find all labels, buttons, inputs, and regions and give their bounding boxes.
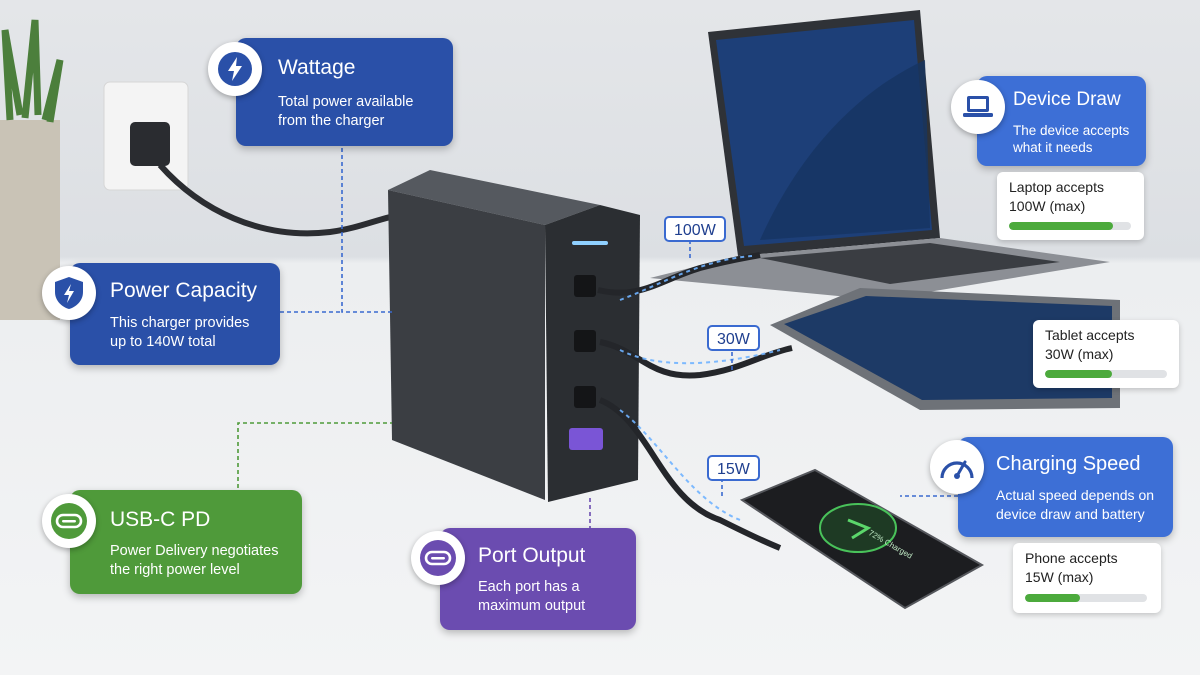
phone-accepts-box: Phone accepts 15W (max) bbox=[1013, 543, 1161, 613]
power-capacity-title: Power Capacity bbox=[110, 279, 258, 302]
usb-c-port-icon bbox=[411, 531, 465, 585]
usbc-pd-desc-line1: Power Delivery negotiates bbox=[110, 543, 279, 559]
port-label-15w: 15W bbox=[707, 455, 760, 481]
device-draw-callout: Device Draw The device accepts what it n… bbox=[977, 76, 1146, 166]
charging-speed-title: Charging Speed bbox=[996, 453, 1141, 475]
laptop-icon bbox=[951, 80, 1005, 134]
phone-accepts-value: 15W (max) bbox=[1025, 569, 1094, 585]
laptop-accepts-value: 100W (max) bbox=[1009, 198, 1086, 214]
device-draw-title: Device Draw bbox=[1013, 89, 1121, 110]
tablet-power-bar bbox=[1045, 370, 1167, 378]
power-capacity-desc-line1: This charger provides bbox=[110, 315, 250, 331]
phone bbox=[739, 468, 985, 610]
charger bbox=[388, 170, 640, 502]
wattage-desc-line1: Total power available bbox=[278, 94, 414, 110]
tablet-power-bar-fill bbox=[1045, 370, 1113, 378]
phone-accepts-label: Phone accepts bbox=[1025, 550, 1118, 566]
wattage-title: Wattage bbox=[278, 56, 356, 79]
phone-power-bar-fill bbox=[1025, 594, 1080, 602]
plant bbox=[0, 19, 64, 320]
lightning-icon bbox=[208, 42, 262, 96]
port-output-desc-line2: maximum output bbox=[478, 598, 586, 614]
wattage-desc-line2: from the charger bbox=[278, 113, 385, 129]
shield-bolt-icon bbox=[42, 266, 96, 320]
port-output-callout: Port Output Each port has a maximum outp… bbox=[440, 528, 636, 630]
laptop bbox=[650, 10, 1110, 300]
port-output-desc-line1: Each port has a bbox=[478, 579, 580, 595]
power-capacity-desc-line2: up to 140W total bbox=[110, 334, 216, 350]
power-cord bbox=[157, 163, 401, 237]
tablet-accepts-value: 30W (max) bbox=[1045, 346, 1114, 362]
laptop-power-bar-fill bbox=[1009, 222, 1113, 230]
tablet bbox=[770, 288, 1120, 410]
usbc-pd-desc-line2: the right power level bbox=[110, 562, 240, 578]
charging-speed-callout: Charging Speed Actual speed depends on d… bbox=[958, 437, 1173, 537]
tablet-accepts-label: Tablet accepts bbox=[1045, 327, 1135, 343]
usbc-pd-callout: USB-C PD Power Delivery negotiates the r… bbox=[70, 490, 302, 594]
laptop-accepts-label: Laptop accepts bbox=[1009, 179, 1104, 195]
wattage-callout: Wattage Total power available from the c… bbox=[236, 38, 453, 146]
power-capacity-callout: Power Capacity This charger provides up … bbox=[70, 263, 280, 365]
port-output-title: Port Output bbox=[478, 544, 586, 567]
port-label-30w: 30W bbox=[707, 325, 760, 351]
usb-c-icon bbox=[42, 494, 96, 548]
laptop-accepts-box: Laptop accepts 100W (max) bbox=[997, 172, 1144, 240]
speedometer-icon bbox=[930, 440, 984, 494]
wall-outlet bbox=[103, 81, 189, 191]
laptop-power-bar bbox=[1009, 222, 1131, 230]
charging-speed-desc-line2: device draw and battery bbox=[996, 506, 1145, 522]
device-draw-desc-line1: The device accepts bbox=[1013, 123, 1130, 138]
device-draw-desc-line2: what it needs bbox=[1013, 140, 1093, 155]
phone-power-bar bbox=[1025, 594, 1147, 602]
port-label-100w: 100W bbox=[664, 216, 726, 242]
tablet-accepts-box: Tablet accepts 30W (max) bbox=[1033, 320, 1179, 388]
usbc-pd-title: USB-C PD bbox=[110, 508, 211, 531]
cable-phone bbox=[598, 397, 782, 551]
charging-speed-desc-line1: Actual speed depends on bbox=[996, 487, 1155, 503]
connector-lines bbox=[237, 148, 958, 532]
